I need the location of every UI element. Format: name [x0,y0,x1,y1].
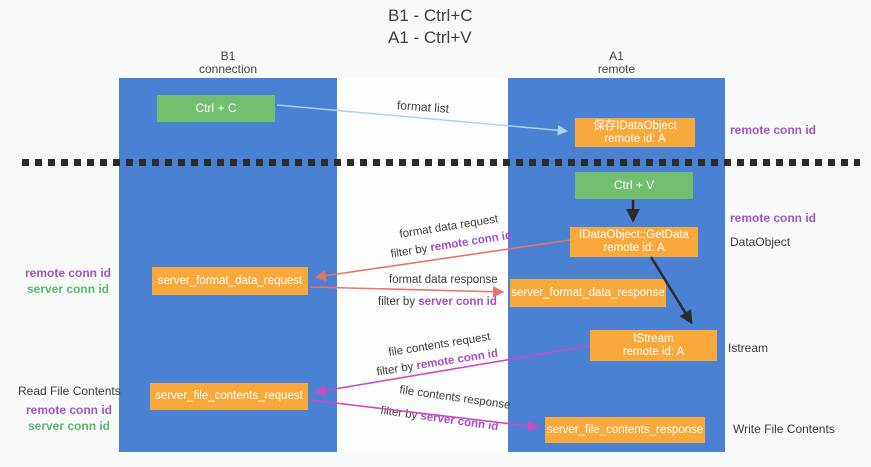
read-file-contents-label: Read File Contents [18,384,121,398]
lifeline-a1-name: A1 [609,49,624,63]
istream-node: IStream remote id: A [590,330,717,361]
lifeline-a1-header: A1 remote [508,50,725,76]
right-remote-conn-id-label-2: remote conn id [730,211,817,225]
lifeline-b1-header: B1 connection [119,50,337,76]
dataobject-label: DataObject [730,235,791,249]
lifeline-a1-subtitle: remote [597,62,636,76]
server-file-contents-response-node: server_file_contents_response [545,417,705,443]
server-format-data-response-node: server_format_data_response [510,279,666,307]
left-server-conn-id-label-2: server conn id [27,419,111,433]
left-conn-id-group: remote conn id server conn id [20,265,116,297]
left-remote-conn-id-label-2: remote conn id [25,403,112,417]
saved-dataobject-line2: remote id: A [604,132,666,145]
write-file-contents-label: Write File Contents [733,422,835,436]
format-data-response-filter-label: filter by server conn id [378,296,497,308]
getdata-line1: IDataObject::GetData [579,229,689,241]
server-file-contents-request-node: server_file_contents_request [150,383,308,410]
istream-line1: IStream [633,332,674,345]
server-conn-id-highlight: server conn id [418,296,497,308]
left-remote-conn-id-label: remote conn id [24,266,111,280]
session-divider-dashed-line [22,159,860,166]
getdata-node: IDataObject::GetData remote id: A [570,227,698,257]
read-file-contents-group: Read File Contents remote conn id server… [18,383,121,434]
istream-line2: remote id: A [622,345,685,358]
right-remote-conn-id-label-1: remote conn id [730,123,817,137]
server-format-data-request-node: server_format_data_request [152,267,308,295]
ctrl-c-node: Ctrl + C [157,95,275,122]
title-line-2: A1 - Ctrl+V [388,28,472,47]
filter-by-prefix: filter by [378,296,419,308]
ctrl-v-node: Ctrl + V [575,172,693,199]
istream-label: Istream [728,341,769,355]
format-data-response-label: format data response [389,274,498,286]
saved-dataobject-line1: 保存IDataObject [593,119,677,132]
left-server-conn-id-label: server conn id [26,282,110,296]
diagram-title: B1 - Ctrl+C A1 - Ctrl+V [388,5,473,49]
lifeline-b1-name: B1 [220,49,236,63]
getdata-line2: remote id: A [603,242,665,254]
title-line-1: B1 - Ctrl+C [388,6,473,25]
lifeline-b1-subtitle: connection [198,62,258,76]
saved-dataobject-node: 保存IDataObject remote id: A [575,118,695,147]
